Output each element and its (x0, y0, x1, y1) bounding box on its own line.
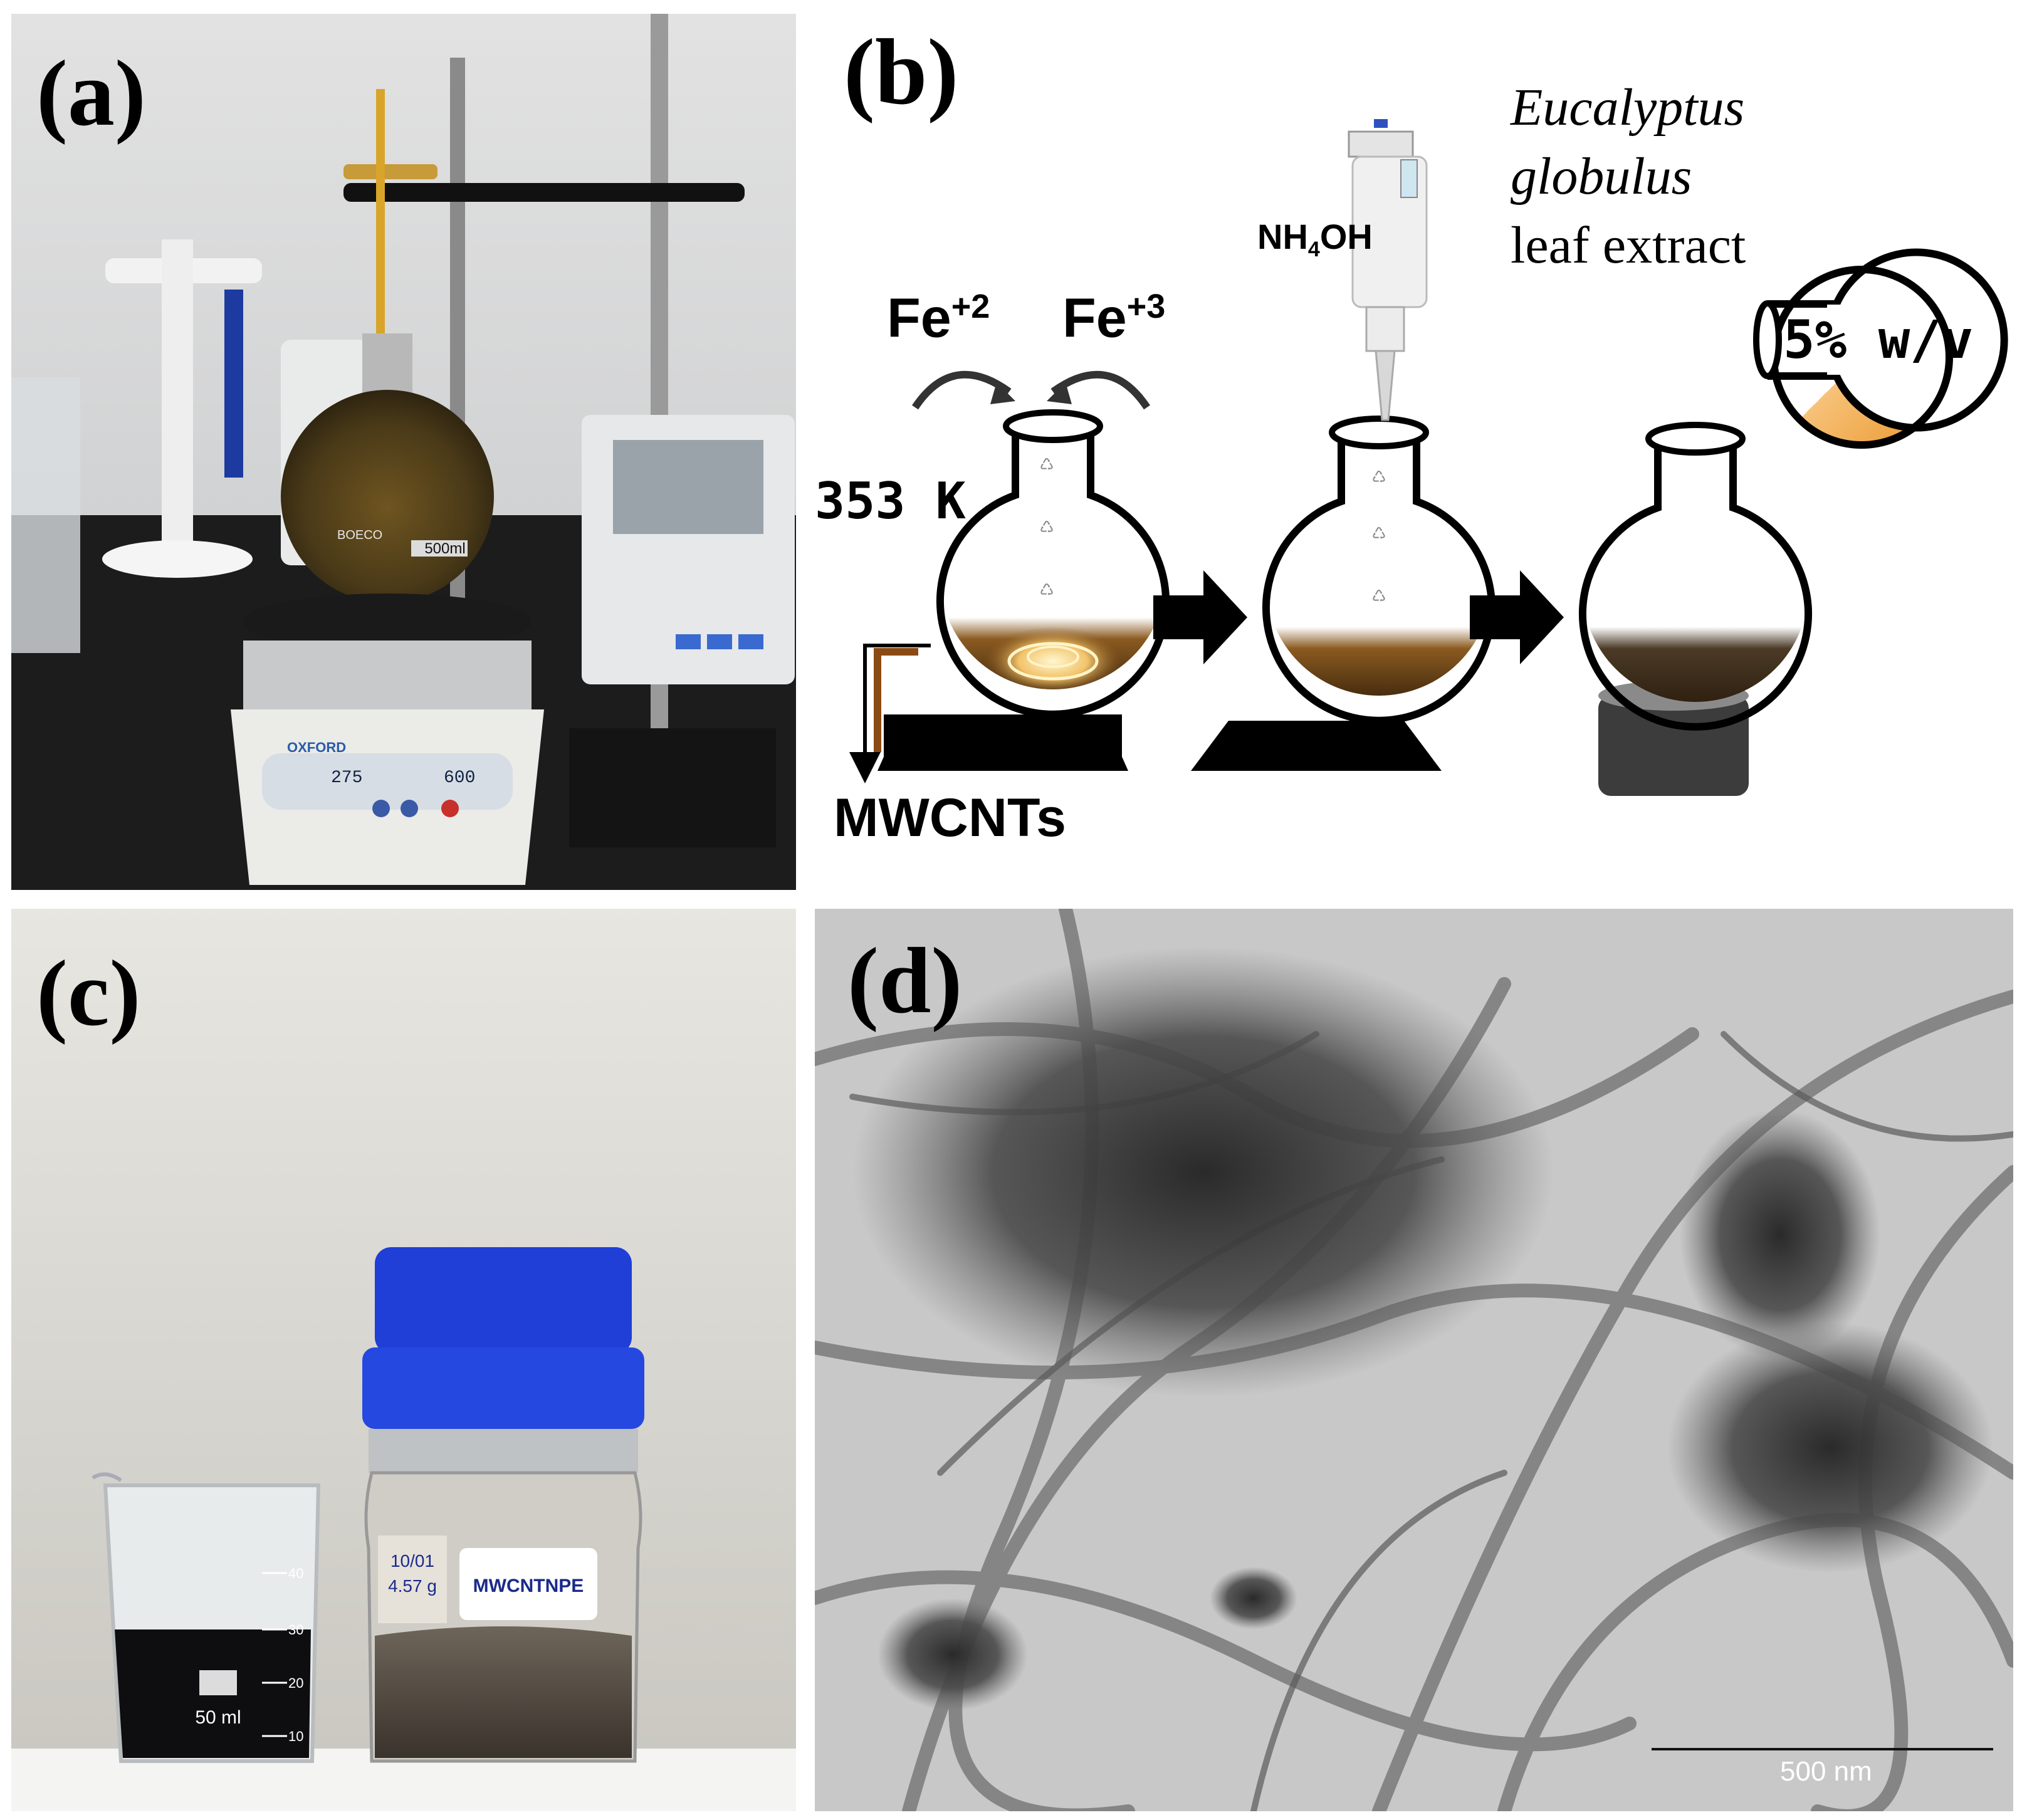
flask-2 (1262, 432, 1496, 724)
reagent-label: NH4OH (1257, 217, 1373, 262)
jar-sample-label: MWCNTNPE (473, 1576, 584, 1596)
panel-d-tem-image: 500 nm (d) (815, 909, 2013, 1811)
flask-3 (1579, 439, 1812, 731)
panel-d-label: (d) (847, 929, 963, 1033)
extract-line-3: leaf extract (1511, 216, 1746, 275)
speed-display: 600 (444, 768, 475, 788)
concentration-label: 5% w/v (1783, 309, 1974, 370)
scale-mark-30: 30 (288, 1622, 303, 1638)
extract-line-2: globulus (1511, 147, 1692, 206)
sample-containers-illustration: 50 ml 40 30 20 10 MWCNTNPE 10/01 4.57 g (11, 909, 796, 1811)
flask-brand-label: BOECO (337, 528, 382, 542)
svg-text:♺: ♺ (1371, 587, 1386, 605)
fe3-arrow (1050, 370, 1150, 410)
panel-c-label: (c) (36, 941, 141, 1045)
tem-micrograph (815, 909, 2013, 1811)
flask-1 (936, 426, 1170, 718)
scale-bar-label: 500 nm (1780, 1756, 1872, 1787)
panel-b-label: (b) (844, 20, 959, 124)
jar-date-note: 10/01 (390, 1551, 434, 1571)
scale-mark-10: 10 (288, 1728, 303, 1744)
panel-a-photo: 500ml BOECO OXFORD 275 600 (a) (11, 14, 796, 890)
scale-mark-20: 20 (288, 1675, 303, 1691)
svg-text:♺: ♺ (1039, 580, 1054, 599)
process-arrow-2 (1470, 570, 1564, 664)
fe2-label: Fe+2 (887, 286, 990, 349)
mwcnts-label: MWCNTs (834, 788, 1067, 848)
beaker-volume-label: 50 ml (195, 1707, 241, 1728)
fe2-arrow (912, 370, 1012, 410)
synthesis-scheme: ♺ ♺ ♺ ♺ ♺ ♺ (849, 119, 2008, 796)
scale-mark-40: 40 (288, 1566, 303, 1581)
mwcnts-arrow (849, 752, 881, 783)
svg-text:♺: ♺ (1371, 468, 1386, 486)
svg-text:♺: ♺ (1039, 455, 1054, 474)
fe3-label: Fe+3 (1062, 286, 1166, 349)
stand-3 (1598, 696, 1749, 796)
process-arrow-1 (1153, 570, 1247, 664)
panel-a-label: (a) (36, 41, 146, 145)
stirrer-brand-label: OXFORD (287, 740, 346, 755)
temperature-label: 353 K (815, 472, 966, 530)
svg-text:♺: ♺ (1039, 518, 1054, 536)
flask-volume-label: 500ml (424, 540, 465, 557)
temperature-display: 275 (331, 768, 362, 788)
svg-text:♺: ♺ (1371, 524, 1386, 543)
panel-b-scheme: ♺ ♺ ♺ ♺ ♺ ♺ (815, 0, 2022, 896)
hotplate-1 (877, 714, 1128, 771)
jar-mass-note: 4.57 g (388, 1576, 437, 1596)
lab-setup-illustration: 500ml BOECO OXFORD 275 600 (11, 14, 796, 890)
pipette-icon (1348, 119, 1428, 421)
extract-line-1: Eucalyptus (1511, 78, 1745, 137)
blue-cap (375, 1247, 632, 1354)
plate-2 (1191, 721, 1442, 771)
panel-c-photo: 50 ml 40 30 20 10 MWCNTNPE 10/01 4.57 g … (11, 909, 796, 1811)
